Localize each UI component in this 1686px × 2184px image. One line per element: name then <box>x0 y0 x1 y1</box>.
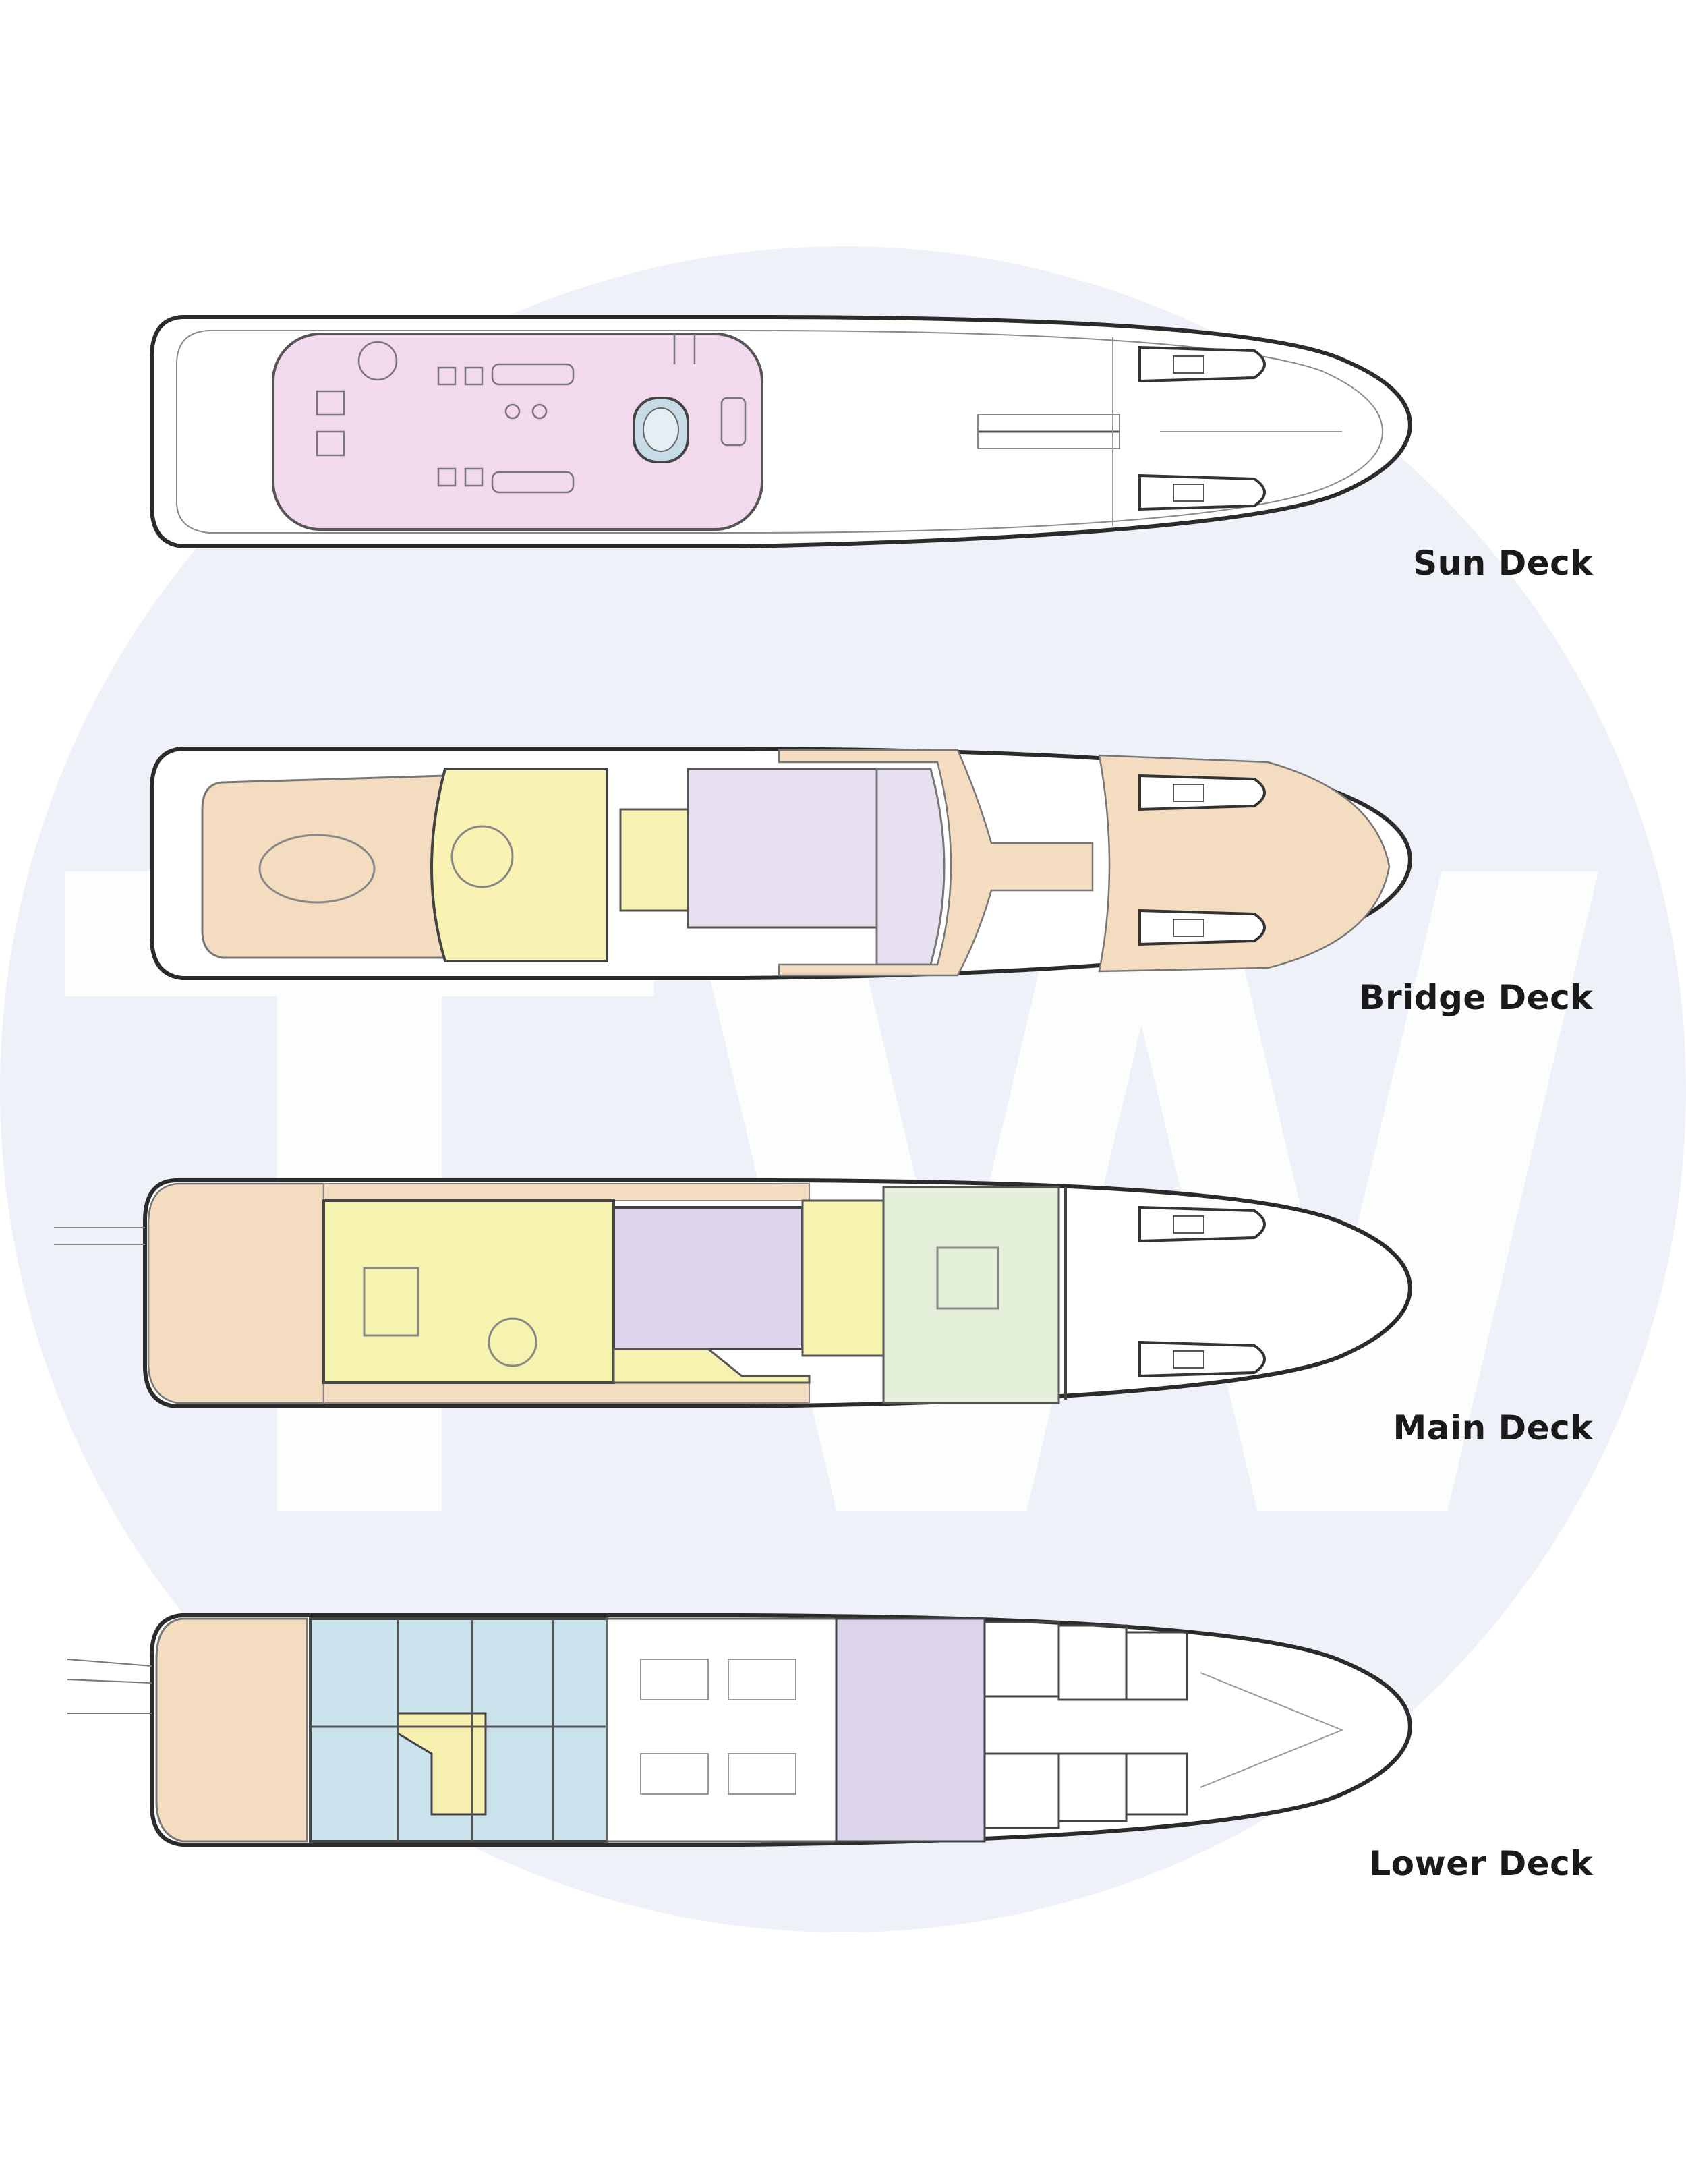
bridge-deck-dining-table <box>258 834 376 904</box>
lower-deck-plan <box>67 1613 1412 1847</box>
bridge-deck-plan <box>150 747 1412 980</box>
sun-deck-bow-lines <box>1112 337 1342 526</box>
bridge-deck-tender-2 <box>1138 909 1266 946</box>
main-deck-zone-owner <box>882 1186 1060 1404</box>
bridge-deck-zone-wheelhouse <box>875 768 946 966</box>
main-deck-zone-galley <box>612 1206 804 1350</box>
lower-deck-bow-lines <box>1200 1672 1344 1788</box>
sun-deck-walkway-lane <box>977 414 1120 449</box>
main-deck-corridor <box>612 1348 811 1384</box>
main-deck-plan <box>54 1178 1412 1408</box>
lower-deck-cabin-dividers <box>310 1619 607 1841</box>
main-deck-stair <box>488 1317 537 1367</box>
sun-deck-inner-rail <box>175 330 1384 534</box>
bridge-deck-tender-1 <box>1138 774 1266 811</box>
bridge-deck-round-table <box>450 825 514 888</box>
lower-deck-engine-room <box>606 1617 838 1843</box>
sun-deck-plan <box>150 315 1412 548</box>
sun-deck-label: Sun Deck <box>1413 544 1593 583</box>
sun-deck-jacuzzi-inner <box>643 407 679 452</box>
lower-deck-engine-details <box>640 1659 796 1795</box>
main-deck-tender-2 <box>1138 1340 1266 1378</box>
watermark-circle <box>0 246 1686 1932</box>
main-deck-owner-bed <box>936 1246 999 1310</box>
bridge-deck-side-decks <box>778 749 1094 977</box>
bridge-deck-zone-cabin <box>687 768 878 929</box>
lower-deck-label: Lower Deck <box>1369 1844 1593 1883</box>
main-deck-tender-1 <box>1138 1205 1266 1243</box>
sun-deck-tender-2 <box>1138 473 1266 511</box>
sun-deck-tender-1 <box>1138 345 1266 383</box>
main-deck-label: Main Deck <box>1393 1408 1593 1447</box>
bridge-deck-zone-aft <box>201 774 446 959</box>
lower-deck-stern-lines <box>67 1659 152 1714</box>
lower-deck-crew-cabins <box>983 1621 1188 1829</box>
sun-deck-furniture <box>316 334 747 494</box>
lower-deck-zone-crew <box>835 1617 986 1843</box>
main-deck-zone-aft <box>147 1182 325 1404</box>
bridge-deck-corridor <box>619 808 689 912</box>
main-deck-dining-table <box>363 1267 419 1337</box>
bridge-deck-label: Bridge Deck <box>1359 978 1593 1017</box>
sun-deck-zone-lounge <box>272 333 763 531</box>
lower-deck-zone-aft <box>155 1617 308 1843</box>
main-deck-stair-lobby <box>801 1199 885 1357</box>
bridge-deck-zone-salon <box>430 768 608 962</box>
main-deck-zone-salon <box>322 1199 615 1384</box>
